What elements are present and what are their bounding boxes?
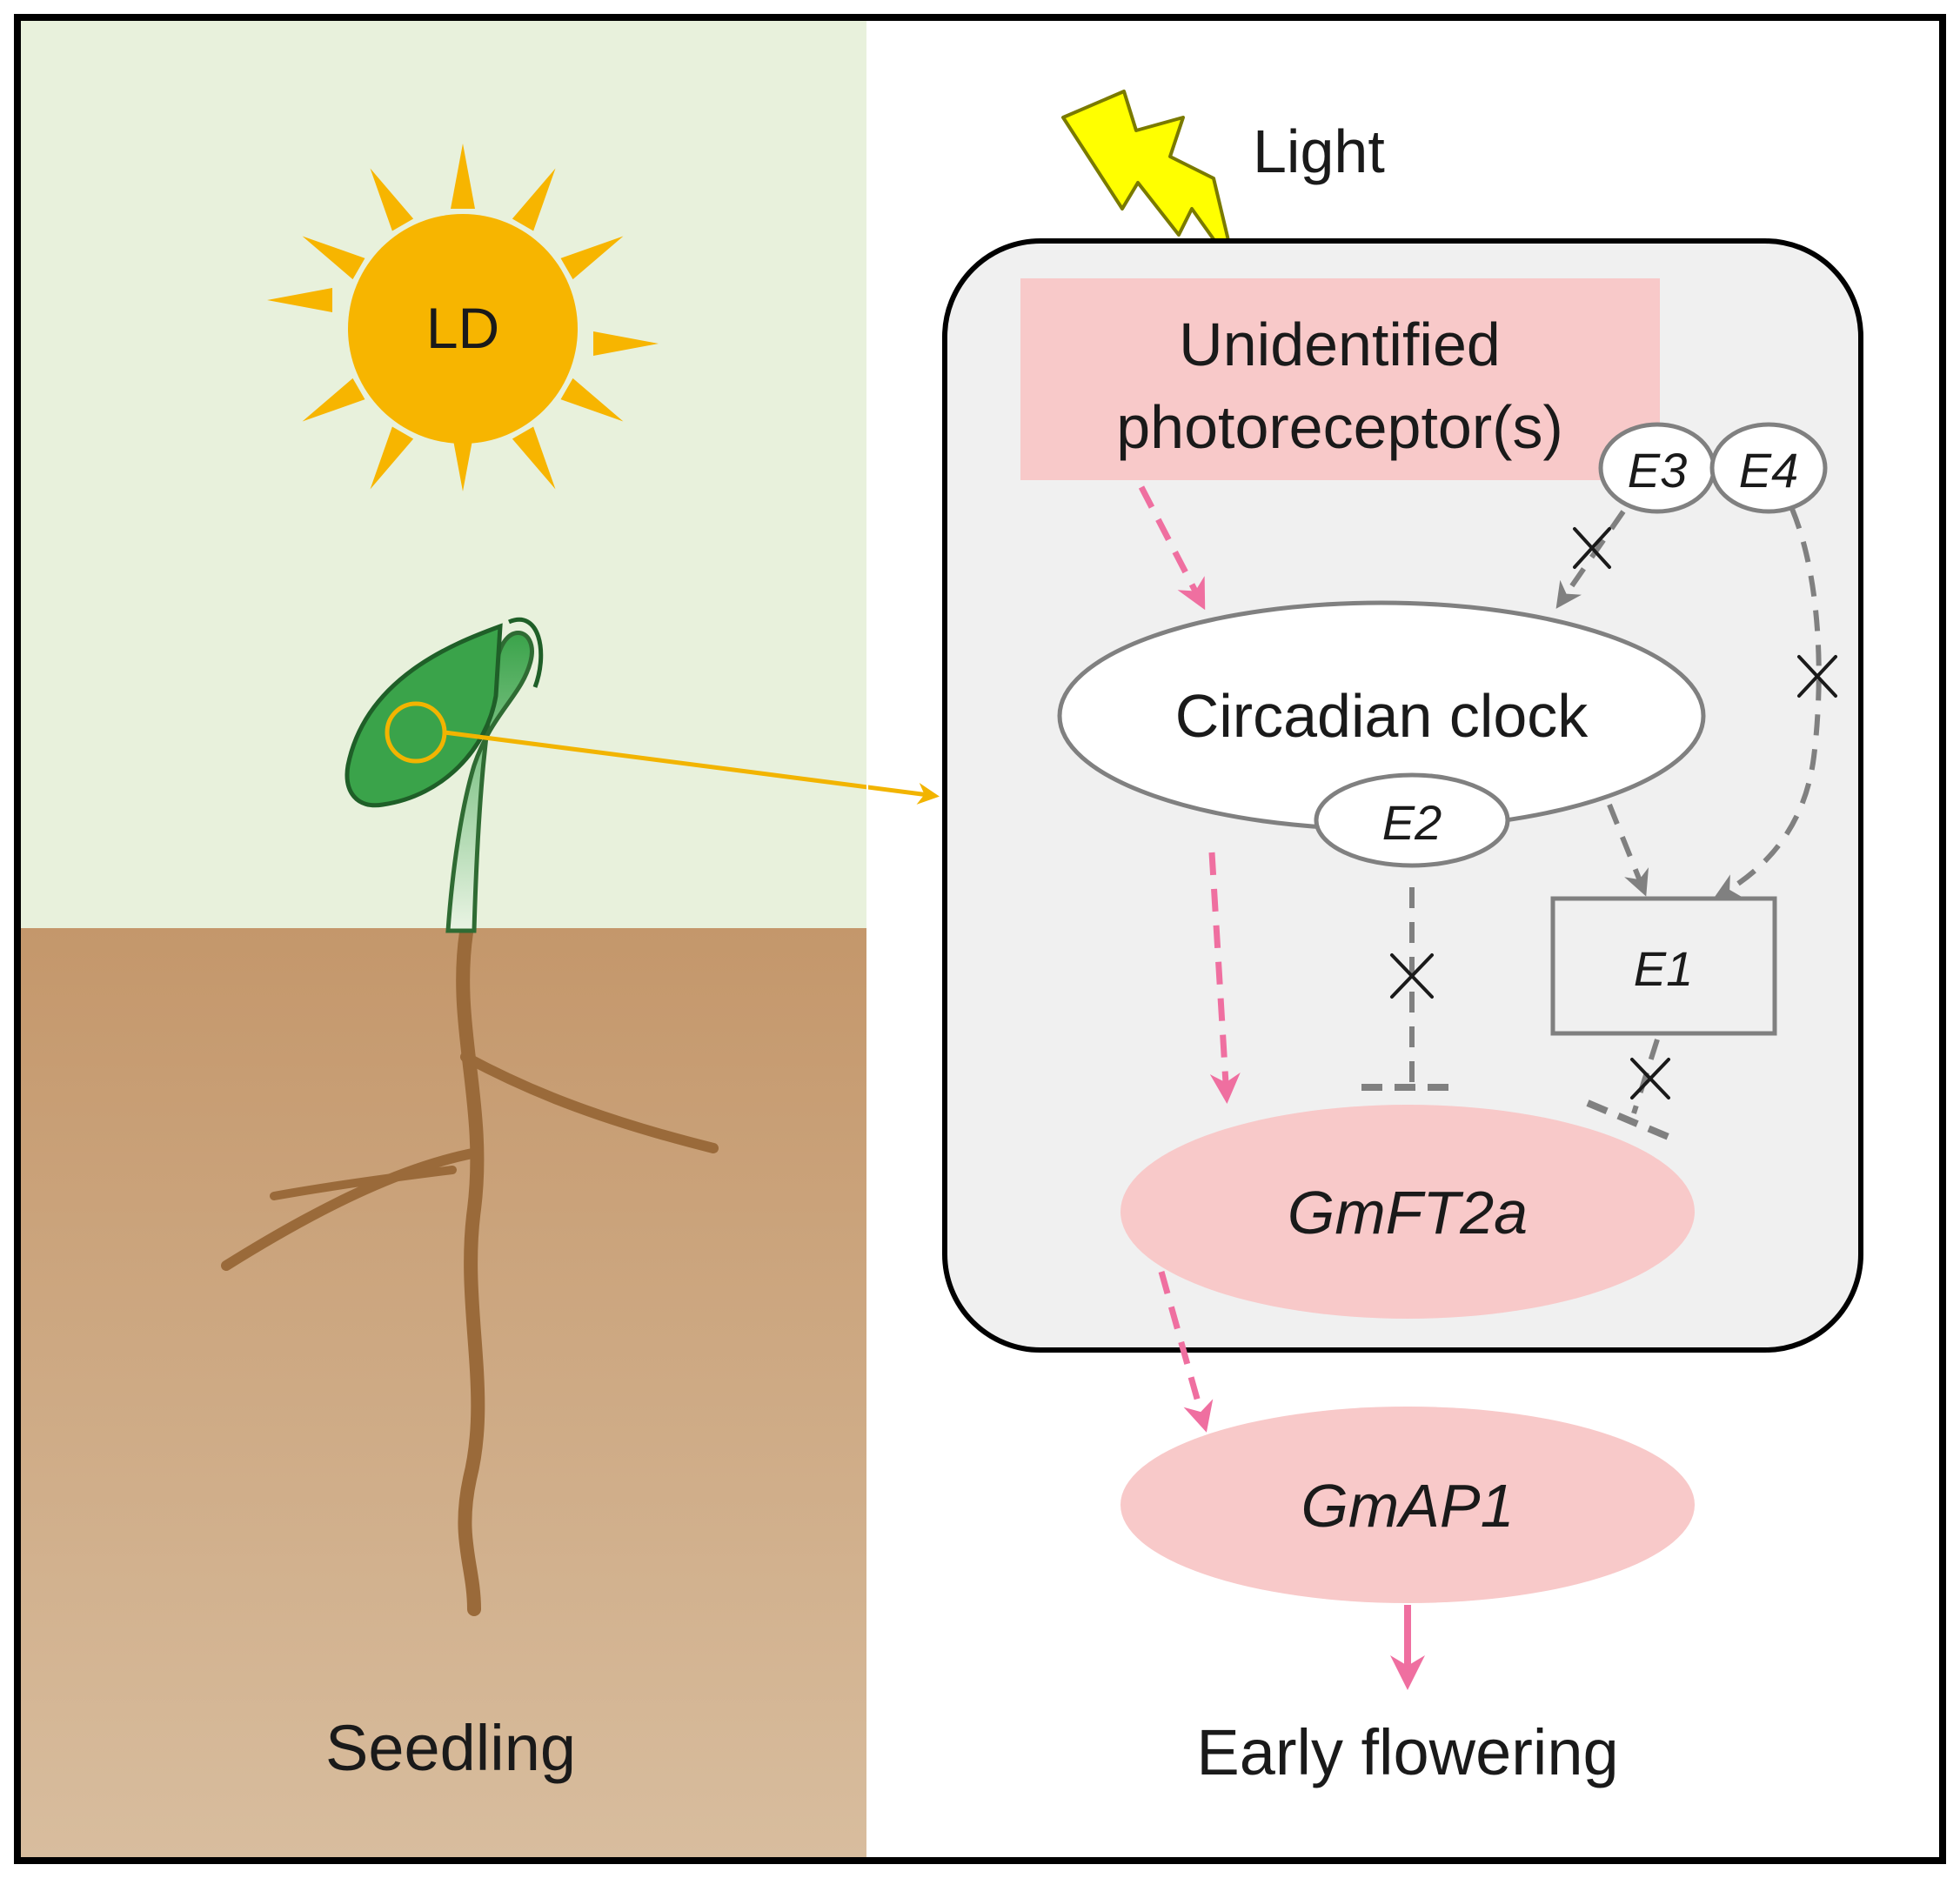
e1-node: [1550, 896, 1777, 1036]
clock-to-gmft2a-arrow: [1208, 852, 1241, 1104]
x-mark-e3: [1573, 527, 1611, 569]
left-panel: LD Seedling: [19, 19, 940, 1857]
e3-to-clock-arrow: [1555, 510, 1626, 609]
e4-node: [1709, 422, 1828, 514]
sun-icon: [267, 144, 659, 491]
seedling-caption: Seedling: [325, 1712, 576, 1784]
e2-label: E2: [1382, 795, 1442, 850]
e2-node: [1314, 772, 1510, 868]
soil-background: [19, 928, 867, 1857]
e4-to-e1-arrow: [1713, 507, 1822, 899]
photoreceptor-box: [1020, 278, 1660, 480]
early-flowering-label: Early flowering: [1196, 1716, 1618, 1788]
lateral-root: [221, 1147, 482, 1271]
main-root: [456, 926, 485, 1616]
gmap1-label: GmAP1: [1301, 1472, 1514, 1540]
e1-inhibition-bar: [1586, 1099, 1676, 1143]
lateral-root: [270, 1166, 457, 1200]
x-mark-e1: [1630, 1058, 1670, 1099]
right-panel: Light Unidentified photoreceptor(s) E3 E…: [942, 90, 1863, 1788]
figure-frame: [14, 14, 1946, 1864]
photoreceptor-label-line2: photoreceptor(s): [1116, 393, 1563, 461]
lightning-bolt-icon: [1061, 90, 1237, 271]
circadian-clock-label: Circadian clock: [1175, 682, 1589, 750]
cotyledon-leaf: [345, 623, 503, 808]
gmft2a-label: GmFT2a: [1288, 1179, 1528, 1246]
sky-background: [19, 19, 867, 928]
e3-label: E3: [1628, 443, 1688, 498]
x-mark-e4: [1797, 655, 1837, 698]
photoreceptor-label-line1: Unidentified: [1179, 311, 1501, 378]
e1-label: E1: [1634, 941, 1694, 996]
photoreceptor-to-clock-arrow: [1138, 485, 1206, 611]
clock-to-e1-arrow: [1607, 803, 1649, 897]
gmft2a-node: [1120, 1105, 1695, 1319]
e1-inhibits-gmft2a: [1631, 1039, 1660, 1114]
lateral-root: [460, 1052, 719, 1153]
sun-label: LD: [426, 296, 499, 360]
gmft2a-to-gmap1-arrow: [1158, 1271, 1214, 1433]
e4-label: E4: [1739, 443, 1799, 498]
seedling-illustration: [221, 618, 940, 1616]
x-mark-e2: [1390, 953, 1434, 999]
light-label: Light: [1253, 117, 1385, 185]
hypocotyl: [445, 631, 534, 933]
zoom-connector-arrow: [444, 730, 940, 805]
gmap1-node: [1120, 1407, 1695, 1603]
